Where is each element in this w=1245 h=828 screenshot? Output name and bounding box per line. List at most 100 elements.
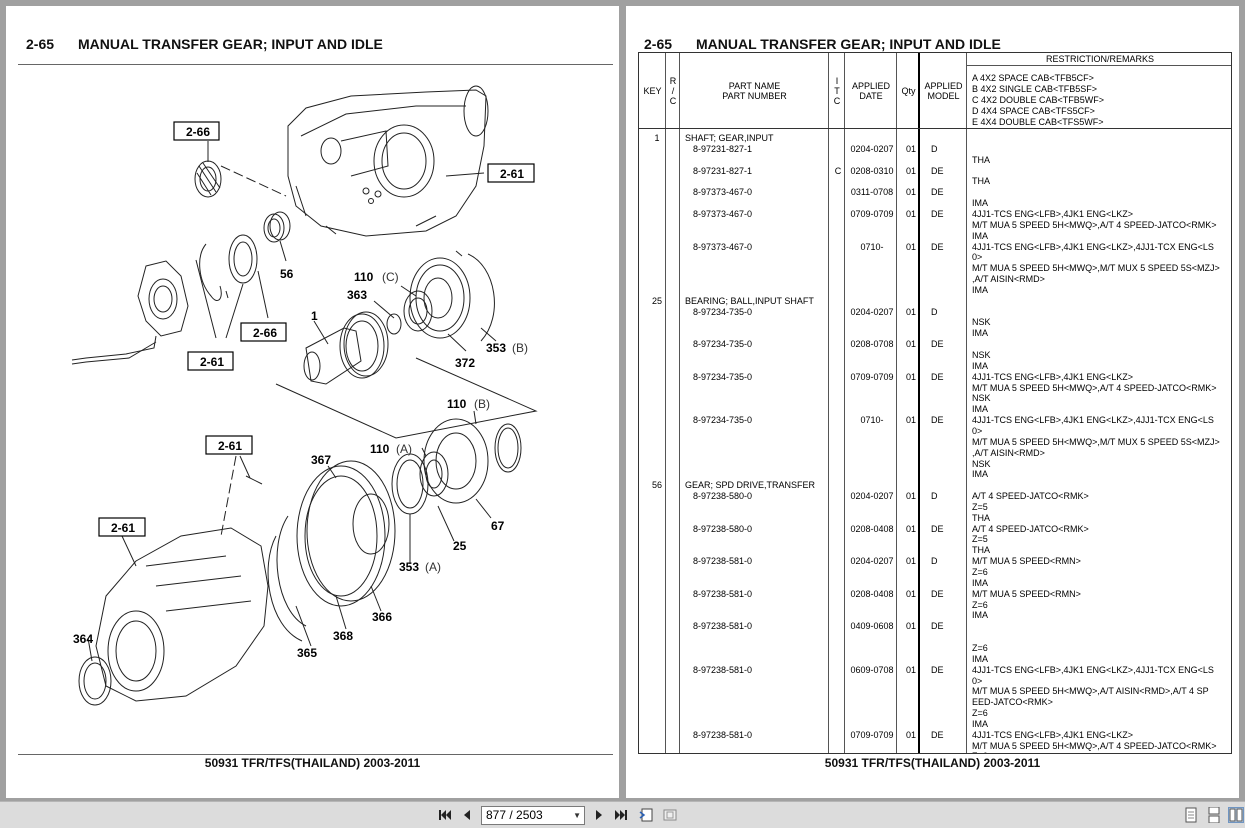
- row-remark: 4JJ1-TCS ENG<LFB>,4JK1 ENG<LKZ>,4JJ1-TCX…: [972, 415, 1214, 426]
- triangle-right-icon[interactable]: [591, 807, 607, 823]
- row-itc: C: [834, 165, 842, 176]
- skip-forward-icon[interactable]: [613, 807, 629, 823]
- legend-item: E 4X4 DOUBLE CAB<TFS5WF>: [972, 117, 1104, 127]
- row-qty: 01: [905, 415, 916, 426]
- seal-56-drawing: [263, 211, 291, 243]
- row-qty: 01: [905, 621, 916, 632]
- row-qty: 01: [905, 588, 916, 599]
- fit-page-icon[interactable]: [639, 807, 655, 823]
- callout-266-top: 2-66: [186, 125, 210, 139]
- row-remark: Z=5: [972, 534, 988, 545]
- page-number-input[interactable]: 877 / 2503 ▼: [481, 806, 585, 825]
- row-remark: M/T MUA 5 SPEED<RMN>: [972, 588, 1081, 599]
- variant-110b: (B): [474, 397, 490, 411]
- row-qty: 01: [905, 339, 916, 350]
- table-row: IMA: [639, 578, 1231, 589]
- callout-box-261-left: [187, 351, 234, 371]
- row-applied-date: 0204-0207: [850, 556, 894, 567]
- section-title: MANUAL TRANSFER GEAR; INPUT AND IDLE: [696, 36, 1001, 52]
- row-applied-model: DE: [931, 165, 944, 176]
- table-row: M/T MUA 5 SPEED 5H<MWQ>,A/T AISIN<RMD>,A…: [639, 686, 1231, 697]
- row-remark: M/T MUA 5 SPEED 5H<MWQ>,A/T AISIN<RMD>,A…: [972, 686, 1209, 697]
- table-row: IMA: [639, 469, 1231, 480]
- row-key: 1: [654, 133, 660, 143]
- part-num-25: 25: [453, 539, 467, 553]
- row-applied-model: DE: [931, 241, 944, 252]
- row-remark: 4JJ1-TCS ENG<LFB>,4JK1 ENG<LKZ>: [972, 208, 1134, 219]
- table-row: IMA: [639, 719, 1231, 730]
- callout-box-261-mid: [205, 435, 253, 455]
- row-remark: THA: [972, 512, 990, 523]
- table-row: IMA: [639, 654, 1231, 665]
- col-part: [680, 53, 829, 753]
- row-qty: 01: [905, 729, 916, 740]
- row-remark: Z=6: [972, 567, 988, 577]
- part-num-353a: 353: [399, 560, 419, 574]
- fit-width-icon[interactable]: [662, 807, 678, 823]
- triangle-left-icon[interactable]: [459, 807, 475, 823]
- col-date: [845, 53, 897, 753]
- callout-box-266-top: [173, 121, 220, 141]
- table-row: 0>: [639, 426, 1231, 437]
- chevron-down-icon[interactable]: ▼: [573, 811, 581, 820]
- table-row: Z=5: [639, 534, 1231, 545]
- row-applied-date: 0311-0708: [850, 187, 894, 198]
- row-remark: NSK: [972, 393, 991, 404]
- row-part-name: GEAR; SPD DRIVE,TRANSFER: [685, 480, 816, 491]
- col-rc: [666, 53, 680, 753]
- row-remark: 4JJ1-TCS ENG<LFB>,4JK1 ENG<LKZ>: [972, 729, 1134, 740]
- table-row: NSK: [639, 459, 1231, 470]
- part-num-367: 367: [311, 453, 331, 467]
- row-applied-date: 0204-0207: [850, 306, 894, 317]
- part-num-365: 365: [297, 646, 317, 660]
- row-part-number: 8-97373-467-0: [693, 241, 753, 252]
- table-row: NSK: [639, 393, 1231, 404]
- page-footer: 50931 TFR/TFS(THAILAND) 2003-2011: [204, 756, 421, 770]
- single-page-icon[interactable]: [1183, 807, 1199, 823]
- row-remark: IMA: [972, 469, 989, 480]
- two-page-icon[interactable]: [1228, 807, 1244, 823]
- table-row: M/T MUA 5 SPEED 5H<MWQ>,A/T 4 SPEED-JATC…: [639, 220, 1231, 231]
- row-remark: THA: [972, 545, 990, 556]
- row-qty: 01: [905, 241, 916, 252]
- row-applied-date: 0208-0310: [850, 165, 894, 176]
- header-date: APPLIED DATE: [851, 81, 891, 101]
- row-applied-date: 0709-0709: [850, 371, 894, 382]
- section-title: MANUAL TRANSFER GEAR; INPUT AND IDLE: [78, 36, 383, 52]
- row-remark: Z=6: [972, 599, 988, 610]
- table-row: Z=6: [639, 751, 1231, 753]
- row-qty: 01: [905, 208, 916, 219]
- header-key: KEY: [643, 86, 662, 96]
- section-number: 2-65: [26, 36, 55, 52]
- row-applied-date: 0609-0708: [850, 664, 894, 675]
- skip-back-icon[interactable]: [437, 807, 453, 823]
- row-part-number: 8-97234-735-0: [693, 371, 753, 382]
- row-applied-date: 0409-0608: [850, 621, 894, 632]
- title-rule: [18, 64, 613, 65]
- row-remark: EED-JATCO<RMK>: [972, 697, 1053, 708]
- table-row: THA: [639, 155, 1231, 166]
- variant-353b: (B): [512, 341, 528, 355]
- row-remark: 0>: [972, 425, 983, 436]
- table-row: THA: [639, 176, 1231, 187]
- continuous-icon[interactable]: [1206, 807, 1222, 823]
- row-applied-date: 0709-0709: [850, 208, 894, 219]
- table-row: IMA: [639, 285, 1231, 296]
- row-applied-model: DE: [931, 371, 944, 382]
- row-remark: 0>: [972, 675, 983, 686]
- row-remark: M/T MUA 5 SPEED 5H<MWQ>,M/T MUX 5 SPEED …: [972, 263, 1220, 274]
- row-part-number: 8-97238-581-0: [693, 729, 753, 740]
- row-applied-model: DE: [931, 339, 944, 350]
- table-row: M/T MUA 5 SPEED 5H<MWQ>,A/T 4 SPEED-JATC…: [639, 383, 1231, 394]
- col-qty: [897, 53, 920, 753]
- row-applied-model: DE: [931, 729, 944, 740]
- row-remark: NSK: [972, 350, 991, 360]
- row-applied-date: 0710-: [860, 241, 884, 252]
